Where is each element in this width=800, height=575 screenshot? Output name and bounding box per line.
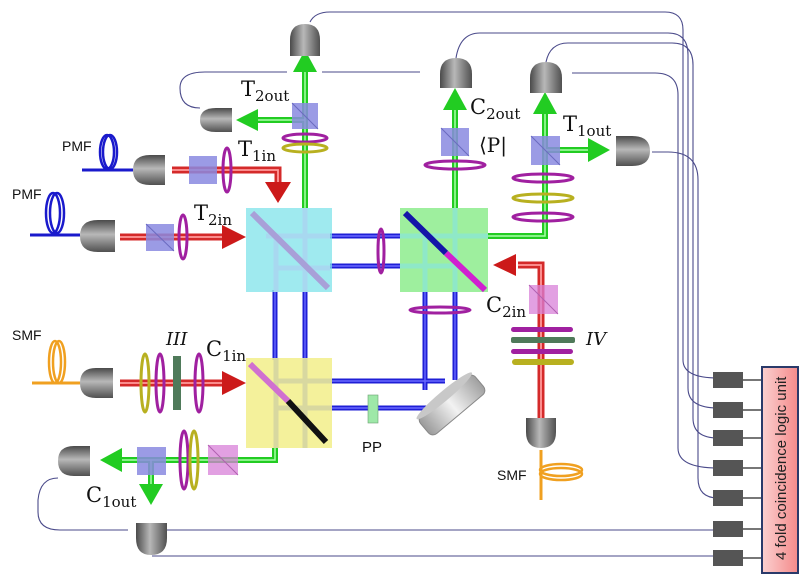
pmf-label-bottom: PMF: [12, 186, 42, 202]
coincidence-unit-label: 4 fold coincidence logic unit: [773, 376, 790, 560]
mirror: [416, 372, 486, 436]
arrow-c1out-left: [100, 448, 122, 472]
wire-t2out-top: [309, 11, 719, 379]
pmf-fiber-bottom: PMF: [12, 186, 80, 237]
coupler-t2in: [80, 220, 115, 252]
signal-wires: [37, 11, 719, 557]
label-stage-iii: III: [165, 329, 188, 350]
waveplate-c1in-olive: [139, 352, 151, 414]
detector-c1out-bottom: [136, 523, 167, 555]
coupler-c2in: [526, 418, 556, 448]
input-connector: [713, 430, 743, 446]
waveplate-t1out-1: [511, 172, 575, 184]
label-c2in: C2in: [486, 293, 526, 321]
detector-c1out-side: [58, 446, 90, 476]
coincidence-unit: 4 fold coincidence logic unit: [713, 366, 799, 574]
label-c1in: C1in: [206, 337, 246, 365]
wire-c2out-right: [572, 72, 719, 469]
arrow-t2out-left: [236, 109, 258, 131]
label-t2out: T2out: [241, 77, 289, 105]
arrow-c2out-up: [443, 88, 467, 110]
wire-c1out-left: [37, 477, 128, 531]
arrow-c1in-right: [222, 371, 246, 395]
beam-splitter-yellow: [246, 358, 332, 448]
label-stage-iv: IV: [585, 329, 608, 350]
waveplates: [139, 132, 575, 491]
waveplate-c1in-purple-1: [154, 352, 166, 414]
wire-t1out-top: [545, 42, 719, 439]
wire-c2out: [455, 32, 719, 409]
smf-label-bottom: SMF: [497, 467, 527, 483]
coupler-t1in: [133, 155, 165, 185]
label-c2out: C2out: [470, 95, 520, 123]
waveplate-t1out-2: [511, 192, 575, 204]
coupler-c1in: [80, 368, 113, 398]
pbs-t1out: [530, 135, 561, 166]
wire-t2out-side: [179, 71, 287, 109]
label-c1out: C1out: [86, 483, 136, 511]
detector-t2out-side: [200, 108, 232, 132]
waveplate-t1in-purple: [221, 146, 233, 194]
arrow-t1out-up: [533, 92, 557, 114]
arrow-t2out-up: [293, 50, 317, 72]
pbs-c2out: [440, 127, 470, 157]
waveplate-t2in-purple: [177, 213, 189, 261]
waveplate-t2out-olive: [281, 142, 329, 154]
coincidence-inputs: [713, 372, 743, 566]
port-labels: T2out T1in T2in C2out T1out C1in C2in C1…: [86, 77, 611, 511]
waveplate-c1in-purple-2: [193, 352, 205, 414]
detector-c2out: [440, 58, 472, 88]
arrow-c1out-down: [139, 484, 163, 505]
wire-t1out-side: [652, 151, 719, 499]
label-t2in: T2in: [194, 201, 232, 229]
pmf-fiber-top: PMF: [62, 133, 133, 172]
input-connector: [713, 402, 743, 418]
waveplate-mid-vertical: [408, 305, 472, 315]
detector-t1out-side: [616, 136, 650, 166]
pbs-t2in: [145, 223, 175, 252]
pbs-c1out: [137, 447, 166, 475]
polarizing-cubes: [137, 102, 561, 476]
pbs-t2out: [291, 102, 319, 130]
pbs-t1in: [189, 156, 217, 184]
arrow-t1out-right: [588, 138, 610, 162]
input-connector: [713, 372, 743, 388]
smf-fiber-bottom: SMF: [497, 450, 584, 500]
input-connector: [713, 550, 743, 566]
waveplate-t1out-3: [511, 211, 575, 223]
waveplate-t2out-purple: [281, 132, 329, 144]
arrow-c2in-left: [493, 254, 516, 276]
label-t1in: T1in: [238, 137, 276, 165]
pbs-c1out-pink: [207, 444, 239, 476]
beam-splitter-cyan: [246, 208, 332, 292]
waveplates-iv: [511, 327, 575, 365]
label-projector: ⟨P|: [479, 133, 507, 158]
waveplate-mid-horizontal: [376, 227, 386, 275]
input-connector: [713, 521, 743, 537]
pmf-label-top: PMF: [62, 138, 92, 154]
input-connector: [713, 490, 743, 506]
plate-c1in-dark: [173, 356, 181, 410]
input-connector: [713, 460, 743, 476]
detectors: [58, 24, 650, 555]
green-beams: [116, 70, 590, 490]
pbs-c2in-pink: [528, 284, 559, 315]
arrow-t2in-right: [222, 225, 246, 249]
waveplate-c1out-purple: [178, 429, 190, 491]
phase-plate-label: PP: [362, 439, 382, 456]
phase-plate: [367, 394, 379, 424]
coincidence-unit-box: [761, 366, 799, 574]
label-t1out: T1out: [563, 112, 611, 140]
arrow-t1in-down: [265, 182, 291, 203]
smf-fiber-left: SMF: [12, 327, 80, 385]
detector-t2out-top: [290, 24, 320, 56]
beam-splitter-green: [400, 208, 488, 293]
waveplate-c2out: [423, 159, 487, 171]
smf-label-left: SMF: [12, 327, 42, 343]
detector-t1out-top: [530, 62, 562, 93]
waveplate-c1out-olive: [188, 429, 200, 491]
